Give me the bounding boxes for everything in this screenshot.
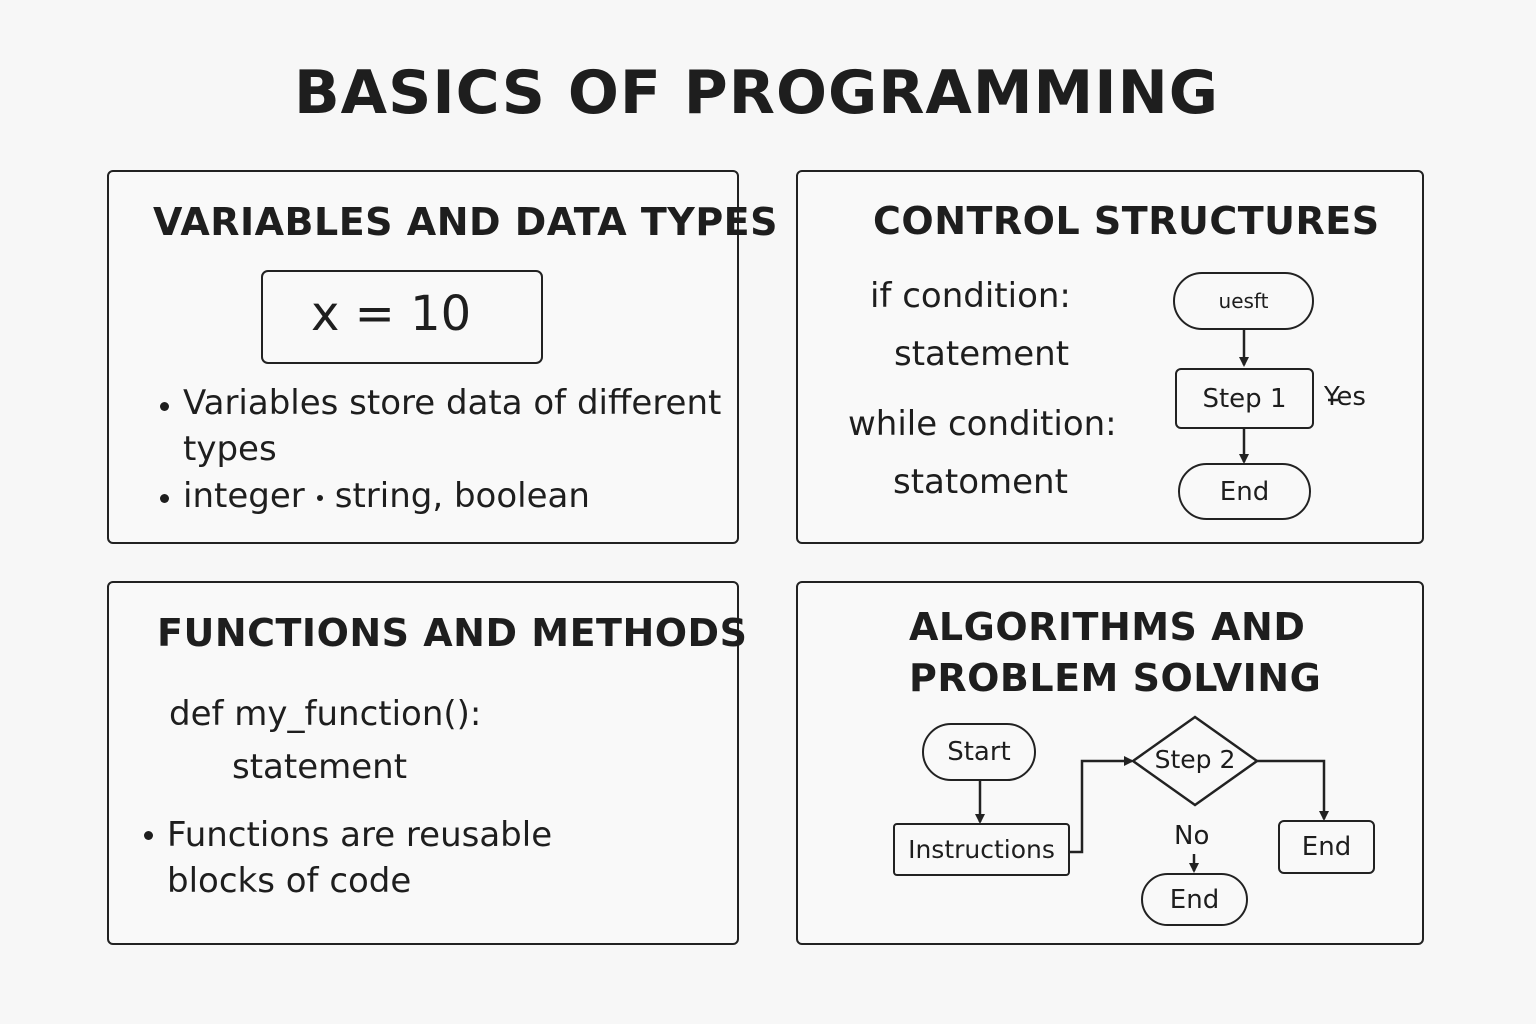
algorithm-flow-end-right: End <box>1278 820 1375 874</box>
bullet-dot <box>144 831 153 840</box>
page-title: BASICS OF PROGRAMMING <box>293 58 1220 128</box>
algorithms-heading-line-1: ALGORITHMS AND <box>909 605 1306 649</box>
decision-diamond <box>1130 715 1260 807</box>
control-flow-end: End <box>1178 463 1311 520</box>
control-code-line-1: if condition: <box>870 276 1071 316</box>
algorithm-flow-no-label: No <box>1174 821 1210 851</box>
variable-code: x = 10 <box>311 286 472 342</box>
control-code-line-3: while condition: <box>848 404 1117 444</box>
algorithms-heading-line-2: PROBLEM SOLVING <box>909 656 1322 700</box>
variables-bullet-1-line-1: Variables store data of different <box>183 383 722 423</box>
variable-code-box: x = 10 <box>261 270 543 364</box>
control-flow-connectors <box>1239 330 1338 464</box>
type-string-boolean: string, boolean <box>334 476 590 516</box>
control-flow-start: uesft <box>1173 272 1314 330</box>
control-flow-yes-label: Yes <box>1324 382 1366 412</box>
arrow-decision-to-end-right <box>1257 759 1329 821</box>
control-flow-step: Step 1 <box>1175 368 1314 429</box>
variables-heading: VARIABLES AND DATA TYPES <box>153 200 778 244</box>
functions-bullet-line-1: Functions are reusable <box>167 815 553 855</box>
functions-bullet-line-2: blocks of code <box>167 861 412 901</box>
functions-panel: FUNCTIONS AND METHODS def my_function():… <box>107 581 747 945</box>
arrow-instructions-to-decision <box>1069 756 1134 854</box>
variables-bullet-2: integer string, boolean <box>183 476 590 516</box>
function-code-line-1: def my_function(): <box>169 694 482 734</box>
separator-dot <box>316 494 323 501</box>
bullet-dot <box>160 494 169 503</box>
algorithm-flow-instructions: Instructions <box>893 823 1070 876</box>
control-code-line-2: statement <box>894 334 1070 374</box>
algorithm-flow-decision-label: Step 2 <box>1154 745 1236 774</box>
algorithm-flow-connectors <box>975 715 1329 873</box>
algorithms-panel: ALGORITHMS AND PROBLEM SOLVING Start Ins… <box>796 581 1424 945</box>
functions-heading: FUNCTIONS AND METHODS <box>157 611 748 655</box>
bullet-dot <box>160 402 169 411</box>
variables-panel: VARIABLES AND DATA TYPES x = 10 Variable… <box>107 170 778 544</box>
variables-bullet-1-line-2: types <box>183 429 277 469</box>
function-code-line-2: statement <box>232 747 408 787</box>
type-integer: integer <box>183 476 305 516</box>
control-code-line-4: statoment <box>893 462 1068 502</box>
algorithm-flow-end-bottom: End <box>1141 873 1248 926</box>
control-structures-panel: CONTROL STRUCTURES if condition: stateme… <box>796 170 1424 544</box>
algorithm-flow-start: Start <box>922 723 1036 781</box>
control-heading: CONTROL STRUCTURES <box>873 199 1380 243</box>
